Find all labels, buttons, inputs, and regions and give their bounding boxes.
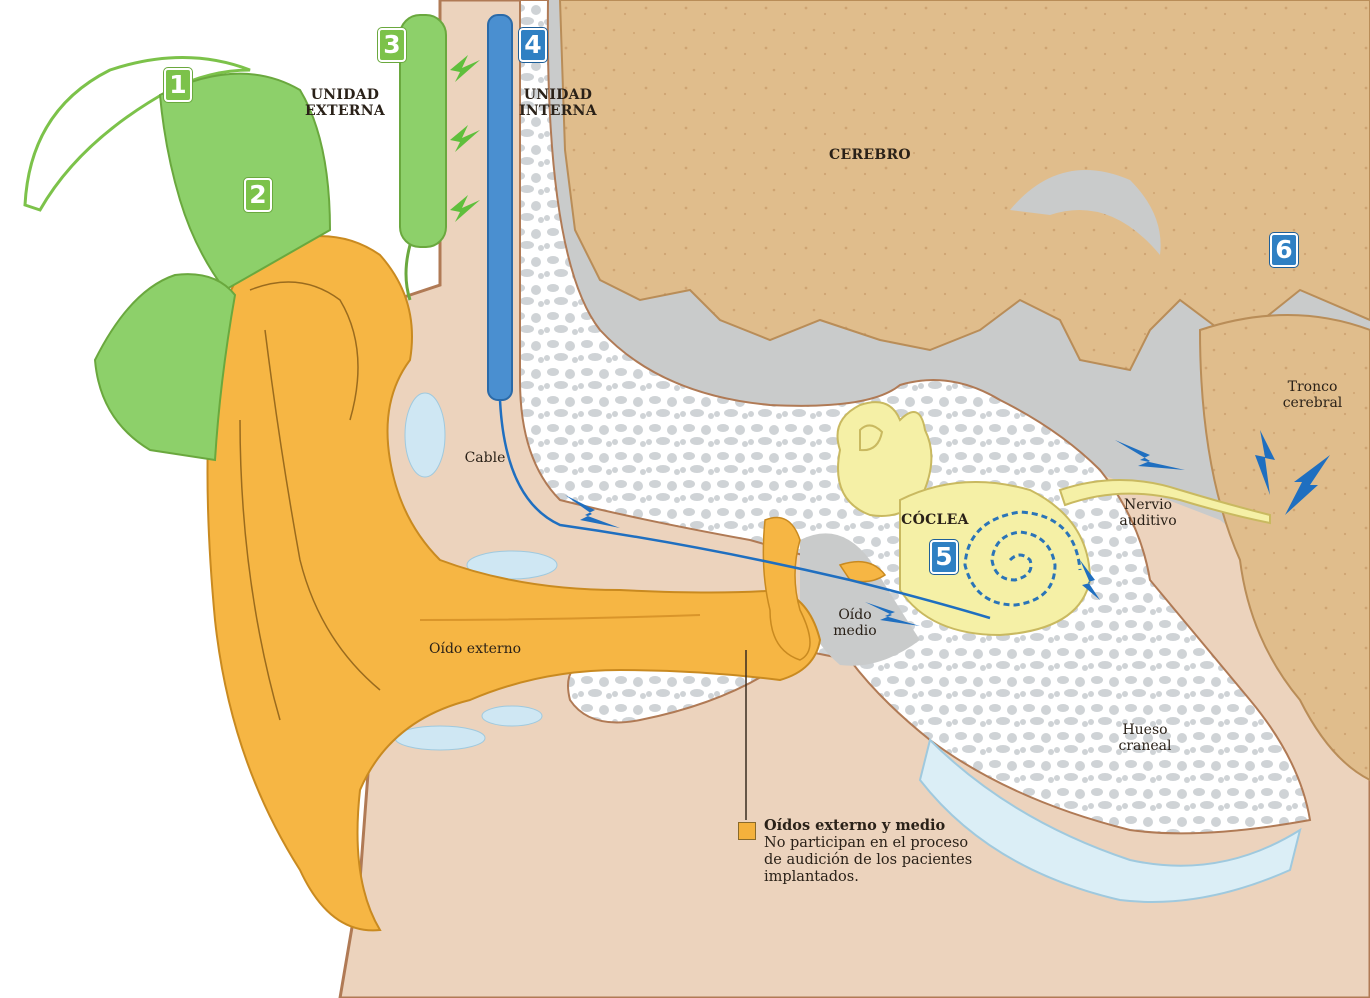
label-oido-externo: Oído externo: [410, 642, 540, 658]
badge-3: 3: [378, 28, 406, 62]
label-nervio-auditivo: Nervio auditivo: [1108, 498, 1188, 529]
note-body: No participan en el proceso de audición …: [738, 835, 979, 886]
label-tronco-cerebral: Tronco cerebral: [1270, 380, 1355, 411]
fluid-4: [482, 706, 542, 726]
badge-5: 5: [930, 540, 958, 574]
external-coil: [400, 15, 446, 247]
label-cable: Cable: [455, 451, 515, 467]
badge-4: 4: [519, 28, 547, 62]
battery-pack: [95, 274, 235, 460]
label-oido-medio: Oído medio: [820, 608, 890, 639]
note: Oídos externo y medio No participan en e…: [738, 818, 998, 886]
badge-2: 2: [244, 178, 272, 212]
badge-1: 1: [164, 68, 192, 102]
badge-6: 6: [1270, 233, 1298, 267]
fluid-1: [405, 393, 445, 477]
label-coclea: CÓCLEA: [890, 513, 980, 529]
external-wire: [406, 245, 410, 300]
note-title: Oídos externo y medio: [738, 818, 998, 835]
label-hueso-craneal: Hueso craneal: [1105, 723, 1185, 754]
fluid-3: [395, 726, 485, 750]
label-unidad-externa: UNIDAD EXTERNA: [300, 88, 390, 119]
internal-receiver: [488, 15, 512, 400]
label-unidad-interna: UNIDAD INTERNA: [513, 88, 603, 119]
label-cerebro: CEREBRO: [820, 148, 920, 164]
